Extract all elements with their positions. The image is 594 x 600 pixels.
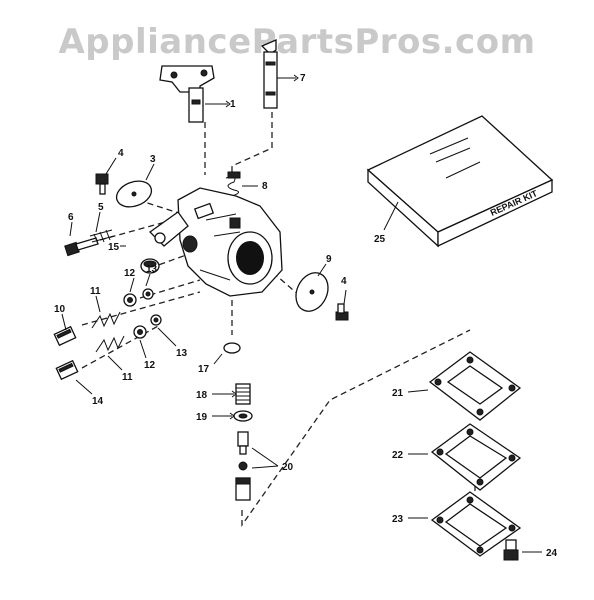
callout-leaders: [61, 74, 542, 553]
callout-12-lower: 12: [144, 360, 156, 371]
carburetor-body: [148, 187, 283, 297]
choke-plate-part: [295, 272, 329, 312]
washer-parts: [123, 288, 162, 339]
throttle-plate-part: [115, 180, 153, 208]
callout-18: 18: [196, 390, 208, 401]
callout-6: 6: [68, 212, 74, 223]
diaphragm-cover-screw-part: [503, 539, 519, 561]
gasket-part-21: [428, 351, 522, 421]
plate-screw-lower: [335, 303, 349, 321]
repair-kit-box: REPAIR KIT: [366, 115, 554, 248]
float-bowl-washer-part: [223, 342, 241, 354]
high-speed-needle-part: [53, 325, 77, 347]
welch-plug-part: [140, 258, 160, 274]
callout-22: 22: [392, 450, 404, 461]
throttle-shaft-part: [159, 65, 215, 123]
callout-13-upper: 13: [146, 264, 158, 275]
callout-labels: 1 2 3 4 4 5 6 7 8 9 10 11 11 12 12 13 13…: [54, 73, 558, 559]
callout-4-upper: 4: [118, 148, 124, 159]
callout-21: 21: [392, 388, 404, 399]
callout-15: 15: [108, 242, 120, 253]
callout-13-lower: 13: [176, 348, 188, 359]
callout-9: 9: [326, 254, 332, 265]
callout-1: 1: [230, 99, 236, 110]
callout-20: 20: [282, 462, 294, 473]
callout-4-lower: 4: [341, 276, 347, 287]
callout-5: 5: [98, 202, 104, 213]
callout-11-upper: 11: [90, 286, 101, 297]
callout-23: 23: [392, 514, 404, 525]
callout-14: 14: [92, 396, 104, 407]
callout-11-lower: 11: [122, 372, 133, 383]
plate-screw-upper: [95, 173, 109, 195]
callout-12-upper: 12: [124, 268, 136, 279]
inlet-needle-seat-part: [235, 431, 251, 501]
gasket-part-23: [430, 491, 522, 557]
inlet-washer-part: [233, 410, 253, 422]
needle-springs-part: [91, 311, 125, 353]
callout-17: 17: [198, 364, 210, 375]
callout-25: 25: [374, 234, 386, 245]
callout-7: 7: [300, 73, 306, 84]
callout-24: 24: [546, 548, 558, 559]
idle-mixture-needle-part: [55, 359, 79, 381]
watermark: AppliancePartsPros.com: [58, 22, 536, 62]
inlet-spring-part: [235, 383, 251, 405]
choke-shaft-part: [260, 39, 278, 109]
idle-speed-screw-part: [64, 229, 115, 257]
callout-8: 8: [262, 181, 268, 192]
diaphragm-part-22: [430, 423, 522, 491]
callout-19: 19: [196, 412, 208, 423]
callout-10: 10: [54, 304, 66, 315]
callout-3: 3: [150, 154, 156, 165]
